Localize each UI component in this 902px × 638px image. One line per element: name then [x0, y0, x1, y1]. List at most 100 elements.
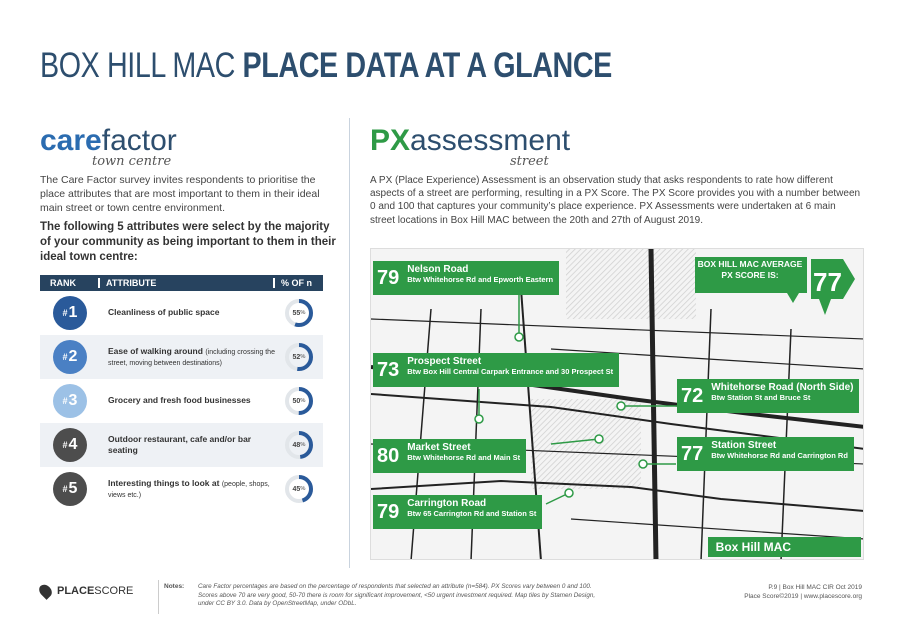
attribute-name: Cleanliness of public space: [108, 307, 220, 318]
px-location-detail: Btw Whitehorse Rd and Carrington Rd: [711, 451, 848, 460]
footer-notes: Care Factor percentages are based on the…: [198, 583, 596, 607]
page-info: P.9 | Box Hill MAC CIR Oct 2019 Place Sc…: [744, 583, 862, 602]
percent-label: 48%: [284, 430, 314, 460]
care-factor-logo-a: care: [40, 124, 102, 157]
area-label: Box Hill MAC: [707, 537, 861, 557]
percent-label: 45%: [284, 474, 314, 504]
percent-donut: 45%: [284, 474, 314, 504]
rank-cell: #1: [40, 296, 100, 330]
px-location-name: Whitehorse Road (North Side): [711, 382, 854, 393]
px-score: 79: [377, 500, 400, 523]
attribute-name: Interesting things to look at: [108, 477, 220, 488]
px-location-text: Whitehorse Road (North Side)Btw Station …: [707, 379, 859, 413]
attribute-name: Outdoor restaurant, cafe and/or bar seat…: [108, 433, 252, 455]
rank-hash: #: [62, 352, 68, 362]
donut-fill: [285, 343, 313, 371]
care-factor-logo-b: factor: [101, 124, 177, 157]
footer-divider: [158, 580, 159, 614]
map-pin-icon: [36, 582, 55, 600]
placescore-logo-b: SCORE: [94, 585, 134, 597]
donut-fill: [285, 299, 313, 327]
care-factor-intro: The Care Factor survey invites responden…: [40, 174, 320, 214]
percent-value: 50: [292, 397, 301, 405]
average-score-box: BOX HILL MAC AVERAGE PX SCORE IS: 77: [695, 257, 859, 315]
rank-number: 2: [68, 348, 78, 365]
table-header: RANK ATTRIBUTE % OF n: [40, 275, 323, 291]
percent-suffix: %: [300, 398, 306, 404]
title-light: BOX HILL MAC: [40, 46, 235, 85]
percent-cell: 52%: [275, 342, 323, 372]
attribute-name: Ease of walking around: [108, 345, 203, 356]
percent-value: 45: [292, 485, 301, 493]
percent-value: 48: [292, 441, 301, 449]
copyright: Place Score©2019 | www.placescore.org: [744, 593, 862, 601]
percent-donut: 52%: [284, 342, 314, 372]
rank-badge: #2: [53, 340, 87, 374]
percent-donut: 55%: [284, 298, 314, 328]
page-title: BOX HILL MAC PLACE DATA AT A GLANCE: [40, 46, 612, 86]
placescore-logo-a: PLACE: [57, 585, 95, 597]
donut-graphic: [285, 475, 313, 503]
table-row: #2 Ease of walking around (including cros…: [40, 335, 323, 379]
px-score: 77: [681, 442, 704, 465]
percent-label: 55%: [284, 298, 314, 328]
attribute-cell: Ease of walking around (including crossi…: [100, 346, 275, 368]
rank-hash: #: [62, 396, 68, 406]
rank-cell: #2: [40, 340, 100, 374]
care-factor-logo-script: town centre: [92, 154, 172, 169]
rank-badge: #3: [53, 384, 87, 418]
px-location-detail: Btw Box Hill Central Carpark Entrance an…: [407, 367, 614, 376]
donut-fill: [285, 431, 313, 459]
rank-number: 4: [68, 436, 78, 453]
attribute-cell: Outdoor restaurant, cafe and/or bar seat…: [100, 434, 275, 456]
px-location-detail: Btw 65 Carrington Rd and Station St: [407, 509, 537, 518]
px-location-name: Carrington Road: [407, 498, 487, 509]
donut-graphic: [285, 387, 313, 415]
column-header-rank: RANK: [40, 278, 100, 288]
donut-graphic: [285, 299, 313, 327]
table-row: #3 Grocery and fresh food businesses 50%: [40, 379, 323, 423]
percent-label: 50%: [284, 386, 314, 416]
rank-hash: #: [62, 308, 68, 318]
percent-cell: 55%: [275, 298, 323, 328]
rank-cell: #4: [40, 428, 100, 462]
table-row: #4 Outdoor restaurant, cafe and/or bar se…: [40, 423, 323, 467]
px-location-detail: Btw Whitehorse Rd and Main St: [407, 453, 521, 462]
px-location-name: Prospect Street: [407, 356, 482, 367]
px-score: 79: [377, 266, 400, 289]
attribute-note: (including crossing the street, moving b…: [108, 348, 275, 367]
title-bold: PLACE DATA AT A GLANCE: [242, 46, 613, 85]
rank-number: 5: [68, 480, 78, 497]
px-logo-script: street: [510, 154, 549, 169]
px-assessment-intro: A PX (Place Experience) Assessment is an…: [370, 175, 861, 226]
column-divider: [349, 118, 350, 568]
attribute-note: (people, shops, views etc.): [108, 480, 270, 499]
rank-badge: #4: [53, 428, 87, 462]
rank-hash: #: [62, 440, 68, 450]
donut-graphic: [285, 431, 313, 459]
percent-donut: 48%: [284, 430, 314, 460]
percent-value: 55: [292, 309, 301, 317]
percent-suffix: %: [300, 310, 306, 316]
attribute-rank-table: RANK ATTRIBUTE % OF n #1 Cleanliness of p…: [40, 275, 323, 511]
attribute-name: Grocery and fresh food businesses: [108, 395, 251, 406]
average-score-label: BOX HILL MAC AVERAGE PX SCORE IS:: [697, 259, 803, 280]
rank-badge: #5: [53, 472, 87, 506]
px-logo-a: PX: [370, 124, 411, 157]
page-reference: P.9 | Box Hill MAC CIR Oct 2019: [768, 584, 862, 591]
rank-cell: #5: [40, 472, 100, 506]
column-header-percent: % OF n: [281, 278, 312, 288]
notes-label: Notes:: [164, 583, 185, 590]
px-assessment-logo: PXassessment street: [370, 124, 570, 169]
